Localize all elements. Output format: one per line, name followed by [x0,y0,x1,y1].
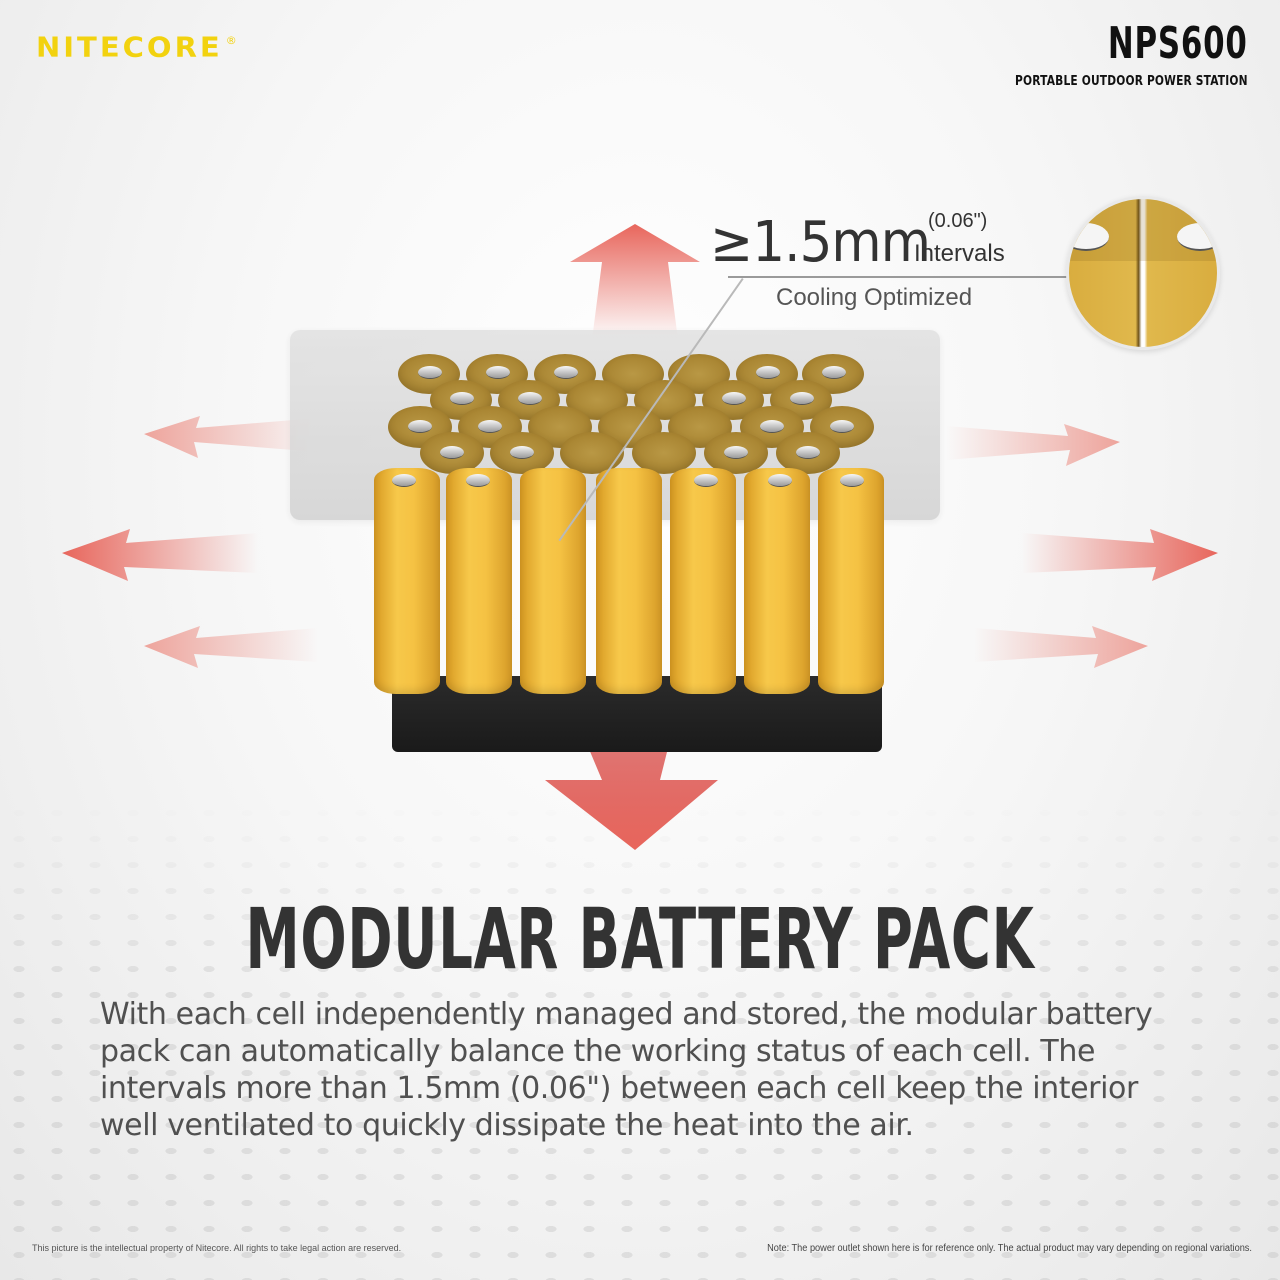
arrow-left-bottom-icon [144,626,318,668]
cooling-caption: Cooling Optimized [776,284,973,311]
interval-label: Intervals [914,240,1005,267]
interval-imperial: (0.06") [928,210,988,232]
arrow-right-middle-icon [1022,529,1218,581]
model-block: NPS600 PORTABLE OUTDOOR POWER STATION [964,18,1248,90]
copyright-notice: This picture is the intellectual propert… [32,1243,402,1253]
dot-pattern [0,800,1280,1280]
callout-divider [728,276,1078,278]
brand-logo: NITECORE® [36,30,237,64]
arrow-right-top-icon [946,424,1120,466]
arrow-left-middle-icon [62,529,258,581]
terminal-icon [1177,223,1217,251]
model-name: NPS600 [1108,18,1248,69]
terminal-icon [1069,223,1109,251]
arrow-right-bottom-icon [974,626,1148,668]
arrow-up-icon [570,224,700,340]
cell-gap-magnifier [1066,196,1220,350]
model-subtitle: PORTABLE OUTDOOR POWER STATION [1015,74,1248,89]
arrow-left-top-icon [144,416,318,458]
interval-value: ≥1.5mm [710,210,931,275]
interval-callout: ≥1.5mm (0.06") Intervals Cooling Optimiz… [710,200,1078,320]
feature-title: MODULAR BATTERY PACK [245,890,1035,988]
regional-note: Note: The power outlet shown here is for… [767,1243,1252,1254]
feature-description: With each cell independently managed and… [100,997,1153,1143]
